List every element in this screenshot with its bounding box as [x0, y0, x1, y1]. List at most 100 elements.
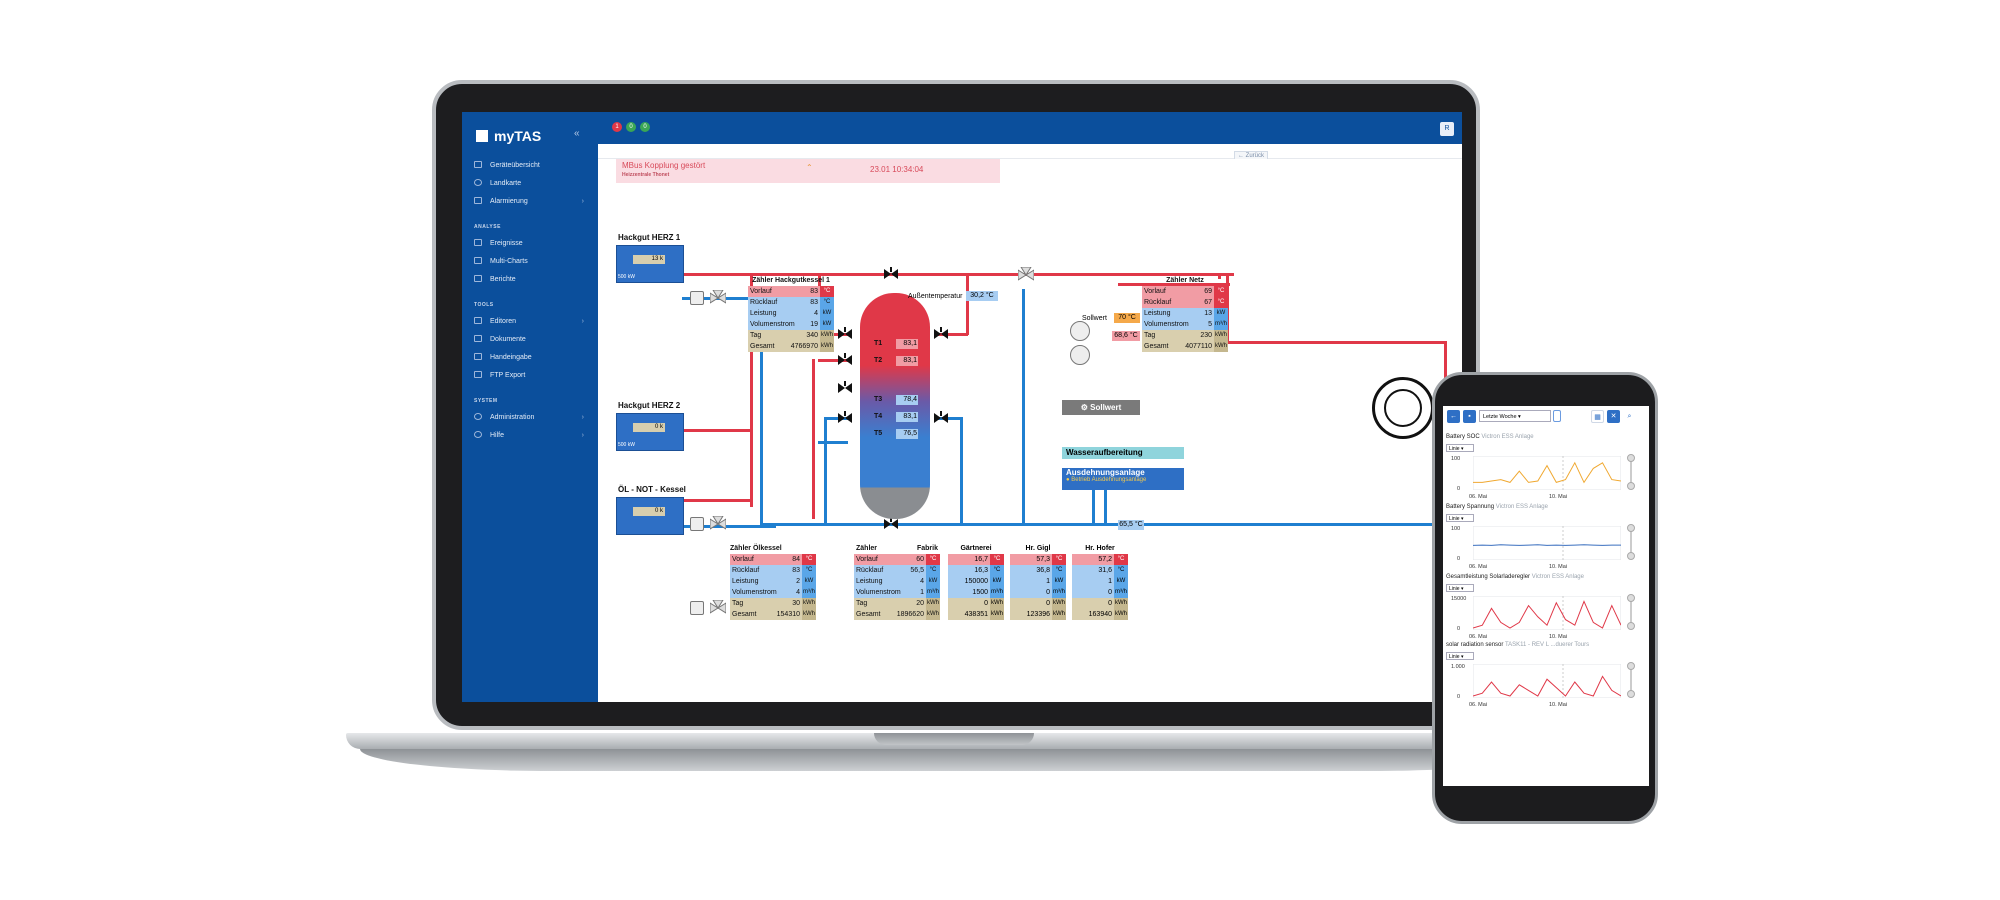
search-icon[interactable]: ⌕ [1623, 410, 1636, 423]
boiler-3-display: 0 k [633, 507, 665, 516]
date-input[interactable] [1553, 410, 1561, 422]
valve-icon[interactable] [934, 327, 948, 341]
back-arrow-icon[interactable]: ← [1447, 410, 1460, 423]
sidebar-item-editoren[interactable]: Editoren› [474, 316, 592, 328]
row-label: Rücklauf [750, 299, 778, 306]
row-label: Vorlauf [750, 288, 772, 295]
sollwert-label: Sollwert [1082, 315, 1107, 322]
chart-plot[interactable] [1473, 664, 1621, 698]
mixing-valve-icon[interactable] [710, 290, 726, 306]
chart-plot[interactable] [1473, 596, 1621, 630]
chart-mode-select[interactable]: Linie ▾ [1446, 514, 1474, 522]
chart-mode-select[interactable]: Linie ▾ [1446, 652, 1474, 660]
sidebar-item-hilfe[interactable]: Hilfe› [474, 430, 592, 442]
row-value: 4 [920, 578, 924, 585]
sidebar-item-landkarte[interactable]: Landkarte [474, 178, 592, 190]
pipe-return [1104, 489, 1107, 525]
chart-plot[interactable] [1473, 456, 1621, 490]
sidebar-item-handeingabe[interactable]: Handeingabe [474, 352, 592, 364]
app-logo[interactable]: myTAS [476, 128, 541, 144]
network-pump-2-icon[interactable] [1070, 345, 1090, 365]
wasseraufbereitung-box[interactable]: Wasseraufbereitung [1062, 447, 1184, 459]
tank-sensor-label: T5 [874, 430, 883, 437]
mixing-valve-icon[interactable] [1018, 267, 1034, 283]
sidebar-item-berichte[interactable]: Berichte [474, 274, 592, 286]
chart-mode-select[interactable]: Linie ▾ [1446, 444, 1474, 452]
chart-mode-select[interactable]: Linie ▾ [1446, 584, 1474, 592]
valve-icon[interactable] [838, 327, 852, 341]
sidebar-item-alarmierung[interactable]: Alarmierung› [474, 196, 592, 208]
valve-icon[interactable] [934, 411, 948, 425]
alarm-warning-icon[interactable]: 1 [612, 122, 622, 132]
outside-temp-value: 30,2 °C [966, 291, 998, 301]
row-value: 20 [916, 600, 924, 607]
grid-icon[interactable]: ▦ [1591, 410, 1604, 423]
chart-plot[interactable] [1473, 526, 1621, 560]
alarm-ok-icon[interactable]: 0 [626, 122, 636, 132]
boiler-2[interactable]: 0 k 500 kW [616, 413, 684, 451]
valve-icon[interactable] [838, 353, 852, 367]
chevron-up-icon[interactable]: ⌃ [806, 163, 813, 172]
row-label: Tag [732, 600, 744, 607]
chart-zoom-slider[interactable] [1627, 524, 1635, 560]
sidebar-item-ftp-export[interactable]: FTP Export [474, 370, 592, 382]
row-label: Leistung [732, 578, 759, 585]
mixing-valve-icon[interactable] [710, 600, 726, 616]
chart-zoom-slider[interactable] [1627, 594, 1635, 630]
x-axis-label: 06. Mai [1469, 494, 1488, 500]
valve-icon[interactable] [884, 267, 898, 281]
chart-zoom-slider[interactable] [1627, 662, 1635, 698]
row-unit: °C [802, 565, 816, 576]
sidebar-item-multi-charts[interactable]: Multi-Charts [474, 256, 592, 268]
sidebar: myTAS « Geräteübersicht Landkarte Alarmi… [462, 112, 598, 702]
ausdehnungsanlage-box[interactable]: Ausdehnungsanlage ● Betrieb Ausdehnungsa… [1062, 468, 1184, 490]
sollwert-button[interactable]: ⚙ Sollwert [1062, 400, 1140, 415]
alarm-acknowledged-icon[interactable]: 0 [640, 122, 650, 132]
table-row: 57,3°C [1010, 554, 1066, 565]
buffer-tank[interactable] [860, 293, 930, 519]
sidebar-item-geraeteuebersicht[interactable]: Geräteübersicht [474, 160, 592, 172]
sidebar-item-administration[interactable]: Administration› [474, 412, 592, 424]
banner-title: MBus Kopplung gestört [622, 161, 706, 170]
pump-icon[interactable] [690, 601, 704, 615]
valve-icon[interactable] [838, 381, 852, 395]
sidebar-item-dokumente[interactable]: Dokumente [474, 334, 592, 346]
user-avatar[interactable]: R [1440, 122, 1454, 136]
boiler-1[interactable]: 13 k 500 kW [616, 245, 684, 283]
alarm-banner[interactable]: MBus Kopplung gestört Heizzentrale Thone… [616, 159, 1000, 183]
chart-series-line [1473, 675, 1621, 697]
row-unit: °C [802, 554, 816, 565]
table-row: 31,6°C [1072, 565, 1128, 576]
tank-sensor-label: T2 [874, 357, 883, 364]
boiler-3[interactable]: 0 k [616, 497, 684, 535]
sidebar-item-ereignisse[interactable]: Ereignisse [474, 238, 592, 250]
time-range-select[interactable]: Letzte Woche ▾ [1479, 410, 1551, 422]
valve-icon[interactable] [884, 517, 898, 531]
collapse-sidebar-icon[interactable]: « [574, 128, 580, 139]
row-label: Tag [1144, 332, 1156, 339]
tools-icon[interactable]: ✕ [1607, 410, 1620, 423]
sollwert-value[interactable]: 70 °C [1114, 313, 1140, 323]
network-pump-1-icon[interactable] [1070, 321, 1090, 341]
pipe-supply [1226, 341, 1446, 344]
pump-icon[interactable] [690, 517, 704, 531]
pipe-return [682, 297, 776, 300]
chart-zoom-slider[interactable] [1627, 454, 1635, 490]
valve-icon[interactable] [838, 411, 852, 425]
pump-icon[interactable] [690, 291, 704, 305]
row-value: 83 [792, 567, 800, 574]
save-icon[interactable]: ▪ [1463, 410, 1476, 423]
mixing-valve-icon[interactable] [710, 516, 726, 532]
